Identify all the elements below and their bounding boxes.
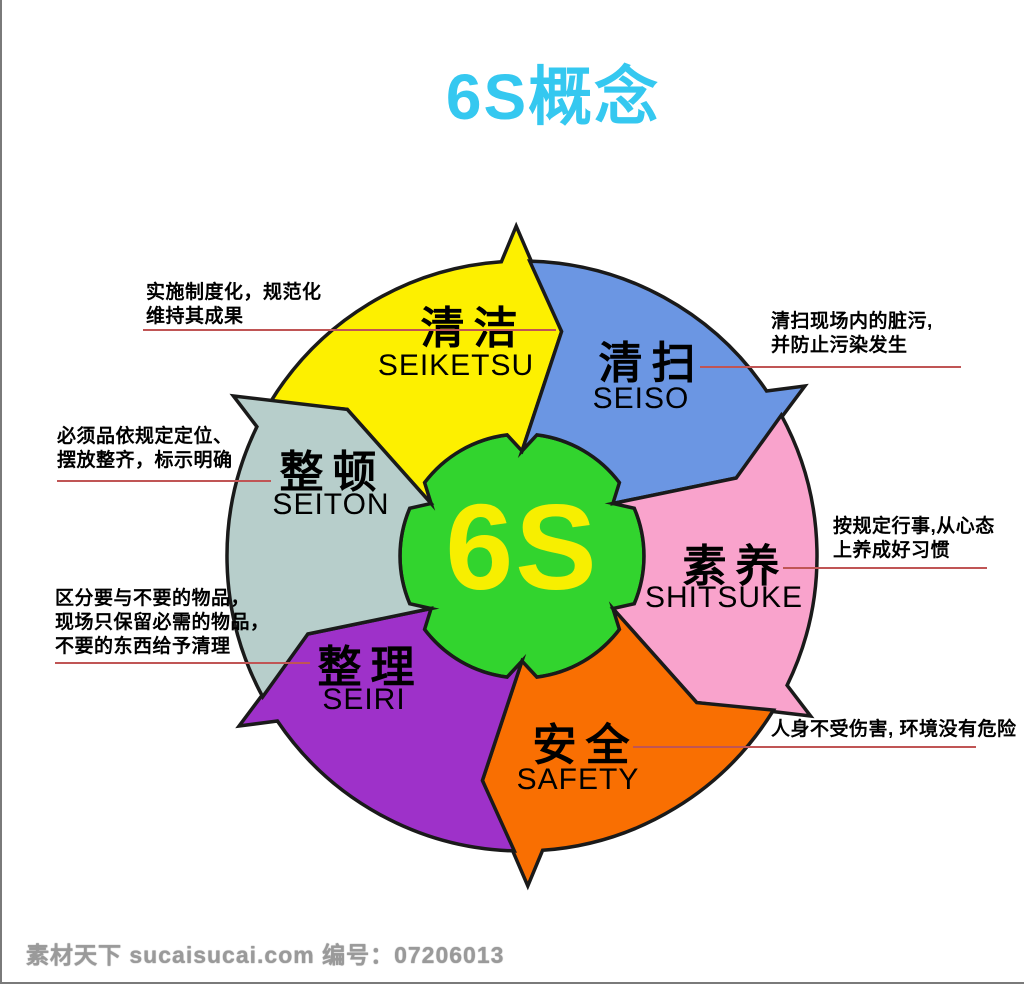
note-seiri: 区分要与不要的物品， 现场只保留必需的物品， 不要的东西给予清理: [55, 587, 270, 659]
segment-label-seiton-en: SEITON: [272, 488, 390, 521]
leader-line-seiso: [700, 366, 961, 368]
note-safety: 人身不受伤害, 环境没有危险: [771, 718, 1017, 742]
note-line: 区分要与不要的物品，: [55, 588, 251, 609]
note-shitsuke: 按规定行事,从心态 上养成好习惯: [833, 515, 995, 563]
watermark: 素材天下 sucaisucai.com 编号：07206013: [26, 942, 505, 968]
leader-line-seiton: [57, 480, 271, 482]
note-seiso: 清扫现场内的脏污, 并防止污染发生: [771, 310, 933, 358]
segment-label-seiri-zh: 整理: [317, 643, 424, 692]
note-line: 并防止污染发生: [771, 335, 908, 356]
segment-seiton: [225, 393, 440, 701]
segment-label-shitsuke-en: SHITSUKE: [644, 581, 804, 614]
segment-label-seiketsu-zh: 清洁: [420, 304, 527, 353]
wheel-segments: [225, 221, 819, 891]
segment-shitsuke: [604, 411, 819, 719]
segment-seiketsu: [267, 221, 564, 511]
note-line: 人身不受伤害, 环境没有危险: [771, 719, 1017, 740]
note-seiton: 必须品依规定定位、 摆放整齐，标示明确: [57, 425, 233, 473]
center-6s-label: 6S: [445, 479, 599, 616]
segment-label-seiso-zh: 清扫: [598, 339, 705, 388]
note-line: 不要的东西给予清理: [55, 636, 231, 657]
note-line: 必须品依规定定位、: [57, 426, 233, 447]
note-seiketsu: 实施制度化，规范化 维持其成果: [146, 281, 322, 329]
leader-line-shitsuke: [783, 567, 987, 569]
segment-label-safety-zh: 安全: [532, 721, 639, 770]
segment-safety: [480, 601, 777, 891]
segment-seiso: [517, 259, 809, 506]
segment-label-seiketsu-en: SEIKETSU: [377, 349, 535, 382]
segment-label-shitsuke-zh: 素养: [682, 542, 789, 591]
leader-line-seiri: [55, 662, 310, 664]
page-title: 6S概念: [445, 61, 661, 133]
segment-label-safety-en: SAFETY: [516, 763, 640, 796]
note-line: 上养成好习惯: [833, 540, 951, 561]
leader-line-safety: [633, 746, 976, 748]
left-border: [0, 0, 2, 984]
segment-seiri: [235, 606, 527, 853]
segment-label-seiso-en: SEISO: [592, 382, 690, 415]
note-line: 维持其成果: [146, 306, 244, 327]
note-line: 现场只保留必需的物品，: [55, 612, 270, 633]
segment-label-seiton-zh: 整顿: [279, 448, 386, 497]
leader-line-seiketsu: [143, 329, 556, 331]
note-line: 清扫现场内的脏污,: [771, 311, 933, 332]
note-line: 实施制度化，规范化: [146, 282, 322, 303]
note-line: 摆放整齐，标示明确: [57, 450, 233, 471]
bottom-border: [0, 982, 1024, 984]
segment-label-seiri-en: SEIRI: [322, 683, 406, 716]
note-line: 按规定行事,从心态: [833, 516, 995, 537]
